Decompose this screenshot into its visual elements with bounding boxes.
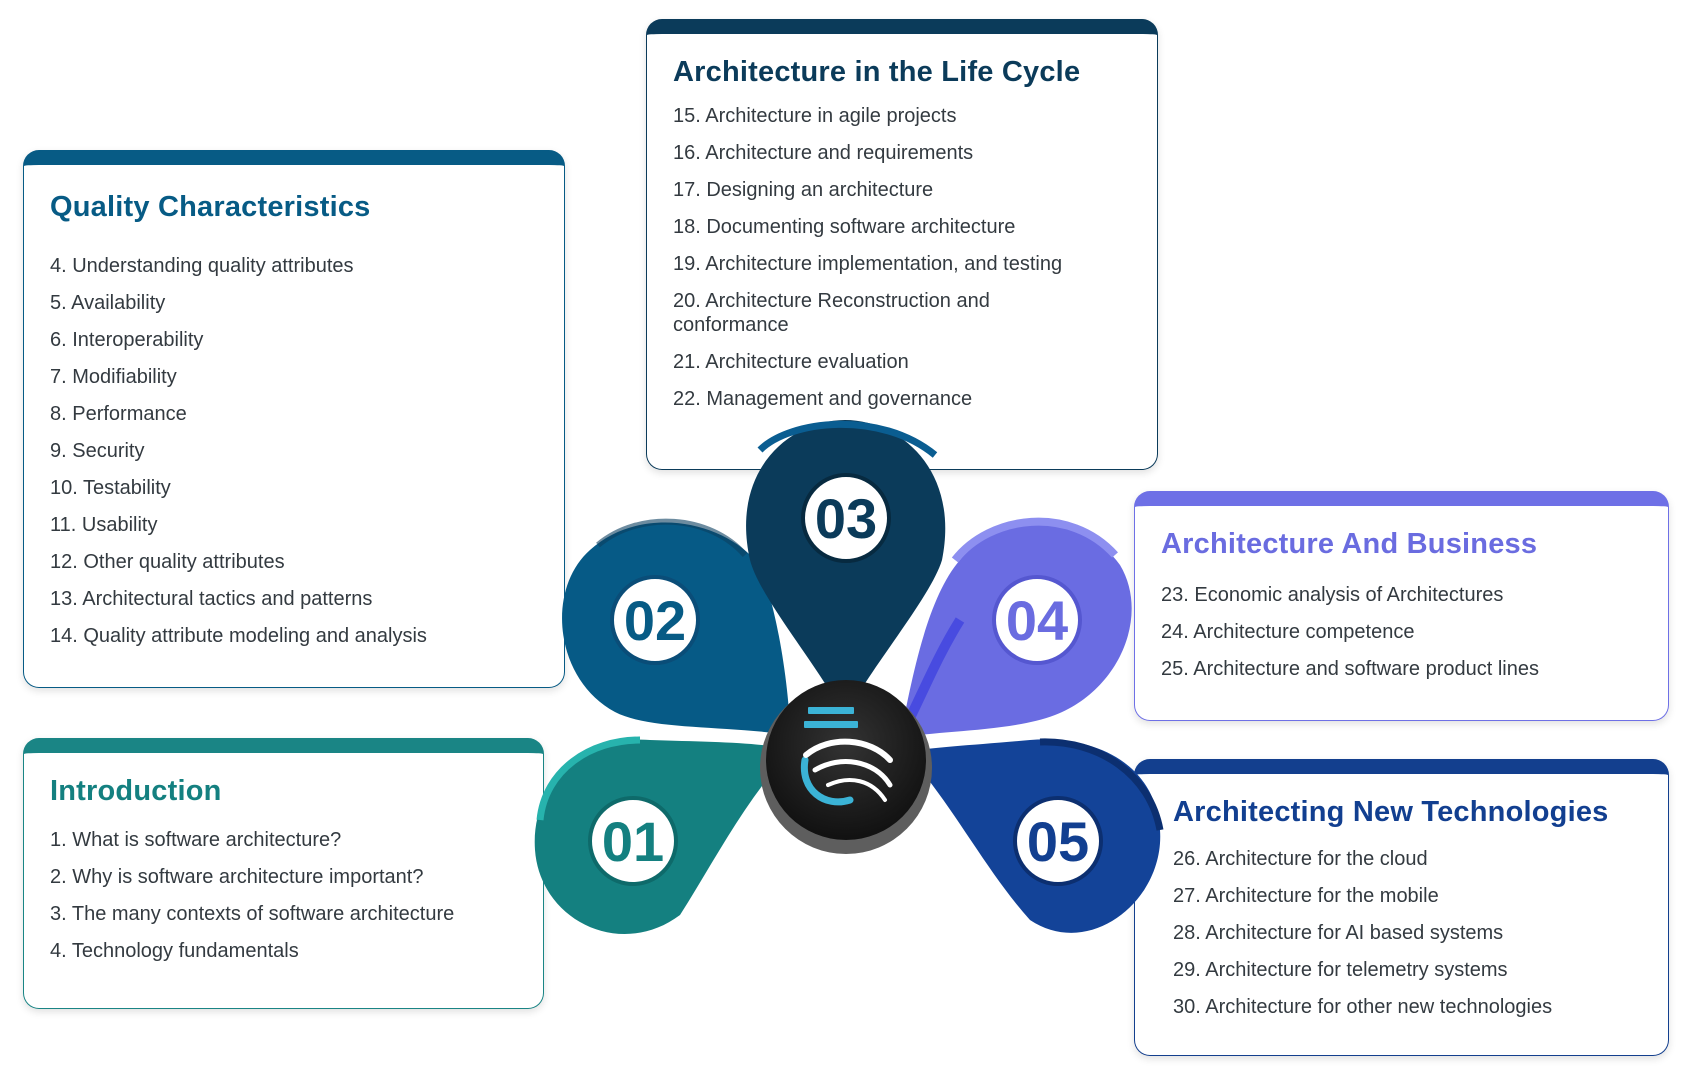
list-item: 6. Interoperability: [50, 329, 204, 351]
section-title: Architecture And Business: [1161, 528, 1538, 560]
section-title: Introduction: [50, 775, 222, 807]
logo-icon: [800, 707, 893, 806]
section-item-list: 26. Architecture for the cloud 27. Archi…: [1161, 847, 1642, 1019]
list-item: 21. Architecture evaluation: [673, 351, 909, 373]
list-item: 4. Technology fundamentals: [50, 940, 299, 962]
list-item: 26. Architecture for the cloud: [1173, 848, 1428, 870]
section-card-introduction: Introduction 1. What is software archite…: [23, 738, 544, 1009]
list-item: 25. Architecture and software product li…: [1161, 658, 1539, 680]
section-card-quality-characteristics: Quality Characteristics 4. Understanding…: [23, 150, 565, 688]
list-item: 2. Why is software architecture importan…: [50, 866, 424, 888]
section-number: 04: [1006, 589, 1068, 652]
list-item: 20. Architecture Reconstruction and conf…: [673, 290, 990, 336]
badge-01: 01: [588, 796, 678, 886]
list-item: 7. Modifiability: [50, 366, 177, 388]
section-number: 03: [815, 487, 877, 550]
badge-05: 05: [1013, 796, 1103, 886]
badge-02: 02: [610, 575, 700, 665]
section-item-list: 1. What is software architecture? 2. Why…: [50, 828, 517, 963]
section-number: 02: [624, 589, 686, 652]
list-item: 10. Testability: [50, 477, 171, 499]
list-item: 19. Architecture implementation, and tes…: [673, 253, 1063, 275]
list-item: 9. Security: [50, 440, 145, 462]
section-number: 05: [1027, 810, 1089, 873]
list-item: 29. Architecture for telemetry systems: [1173, 959, 1508, 981]
list-item: 27. Architecture for the mobile: [1173, 885, 1439, 907]
section-item-list: 15. Architecture in agile projects 16. A…: [673, 104, 1131, 411]
section-title: Quality Characteristics: [50, 191, 371, 223]
section-item-list: 4. Understanding quality attributes 5. A…: [50, 254, 538, 648]
list-item: 14. Quality attribute modeling and analy…: [50, 625, 427, 647]
list-item: 13. Architectural tactics and patterns: [50, 588, 373, 610]
section-title: Architecting New Technologies: [1173, 796, 1609, 828]
badge-04: 04: [992, 575, 1082, 665]
list-item: 24. Architecture competence: [1161, 621, 1415, 643]
section-number: 01: [602, 810, 664, 873]
section-item-list: 23. Economic analysis of Architectures 2…: [1161, 583, 1642, 681]
list-item: 16. Architecture and requirements: [673, 142, 974, 164]
section-card-new-technologies: Architecting New Technologies 26. Archit…: [1134, 759, 1669, 1056]
petal-03: [746, 420, 946, 720]
list-item: 30. Architecture for other new technolog…: [1173, 996, 1553, 1018]
list-item: 5. Availability: [50, 292, 166, 314]
list-item: 11. Usability: [50, 514, 158, 536]
section-card-architecture-life-cycle: Architecture in the Life Cycle 15. Archi…: [646, 19, 1158, 470]
list-item: 12. Other quality attributes: [50, 551, 285, 573]
list-item: 4. Understanding quality attributes: [50, 255, 354, 277]
list-item: 23. Economic analysis of Architectures: [1161, 584, 1504, 606]
list-item: 28. Architecture for AI based systems: [1173, 922, 1504, 944]
list-item: 17. Designing an architecture: [673, 179, 934, 201]
list-item: 8. Performance: [50, 403, 187, 425]
center-hub: [760, 680, 932, 854]
section-title: Architecture in the Life Cycle: [673, 56, 1081, 88]
list-item: 3. The many contexts of software archite…: [50, 903, 455, 925]
list-item: 22. Management and governance: [673, 388, 973, 410]
list-item: 15. Architecture in agile projects: [673, 105, 957, 127]
list-item: 18. Documenting software architecture: [673, 216, 1016, 238]
section-card-architecture-business: Architecture And Business 23. Economic a…: [1134, 491, 1669, 721]
badge-03: 03: [801, 473, 891, 563]
list-item: 1. What is software architecture?: [50, 829, 342, 851]
